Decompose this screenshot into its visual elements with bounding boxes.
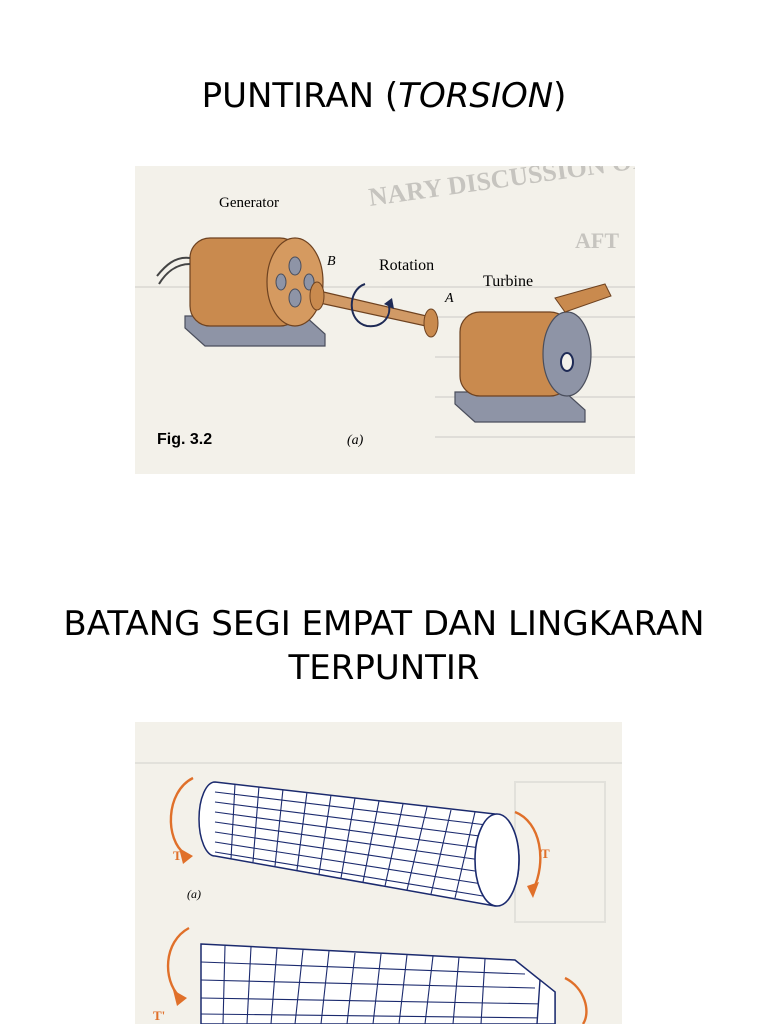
label-rotation: Rotation <box>379 257 434 274</box>
coupling-b <box>309 281 325 311</box>
shaft <box>314 289 436 329</box>
label-turbine: Turbine <box>483 273 533 290</box>
torque-arrow-right <box>514 810 542 891</box>
figure-generator-turbine: NARY DISCUSSION OF T AFT <box>135 166 635 474</box>
turbine-pipe <box>554 283 612 313</box>
cylinder-mesh <box>214 783 496 899</box>
figure-twisted-bars: T' T (a) T' <box>135 722 622 1024</box>
label-a: A <box>444 291 454 306</box>
figure-sublabel: (a) <box>347 433 364 448</box>
rotation-arrow <box>350 283 391 328</box>
figure-caption: Fig. 3.2 <box>157 431 212 448</box>
torque-arrow-left <box>169 776 194 855</box>
slide-title-twisted-bars: BATANG SEGI EMPAT DAN LINGKARAN TERPUNTI… <box>0 602 768 690</box>
title-emphasis: TORSION <box>398 76 554 116</box>
torque-arrow-right-2 <box>564 976 588 1024</box>
figure2-sublabel: (a) <box>187 887 201 901</box>
title2-line1: BATANG SEGI EMPAT DAN LINGKARAN <box>63 604 705 644</box>
generator-face <box>266 237 324 327</box>
slide-title-torsion: PUNTIRAN (TORSION) <box>0 74 768 118</box>
generator-turbine-illustration: NARY DISCUSSION OF T AFT <box>135 166 635 448</box>
twisted-rectangular-bar <box>200 943 556 1024</box>
label-generator: Generator <box>219 195 279 211</box>
twisted-cylinder <box>198 781 520 907</box>
torque-arrow-left-2 <box>166 926 190 997</box>
label-b: B <box>327 254 336 269</box>
cylinder-end <box>474 813 520 907</box>
label-torque-right: T <box>541 846 550 861</box>
title-text-end: ) <box>553 76 567 116</box>
bg-heading-2: AFT <box>575 228 619 253</box>
label-torque-left-2: T' <box>153 1008 165 1023</box>
title-text: PUNTIRAN ( <box>201 76 399 116</box>
title2-line2: TERPUNTIR <box>288 648 480 688</box>
label-torque-left: T' <box>173 848 185 863</box>
coupling-a <box>423 308 439 338</box>
generator-cable <box>156 256 191 277</box>
rectangular-bar-mesh <box>200 945 550 1024</box>
bg-heading: NARY DISCUSSION OF T <box>367 166 635 212</box>
twisted-bars-illustration: T' T (a) T' <box>135 762 622 1024</box>
rectangular-bar-end <box>536 978 556 1024</box>
